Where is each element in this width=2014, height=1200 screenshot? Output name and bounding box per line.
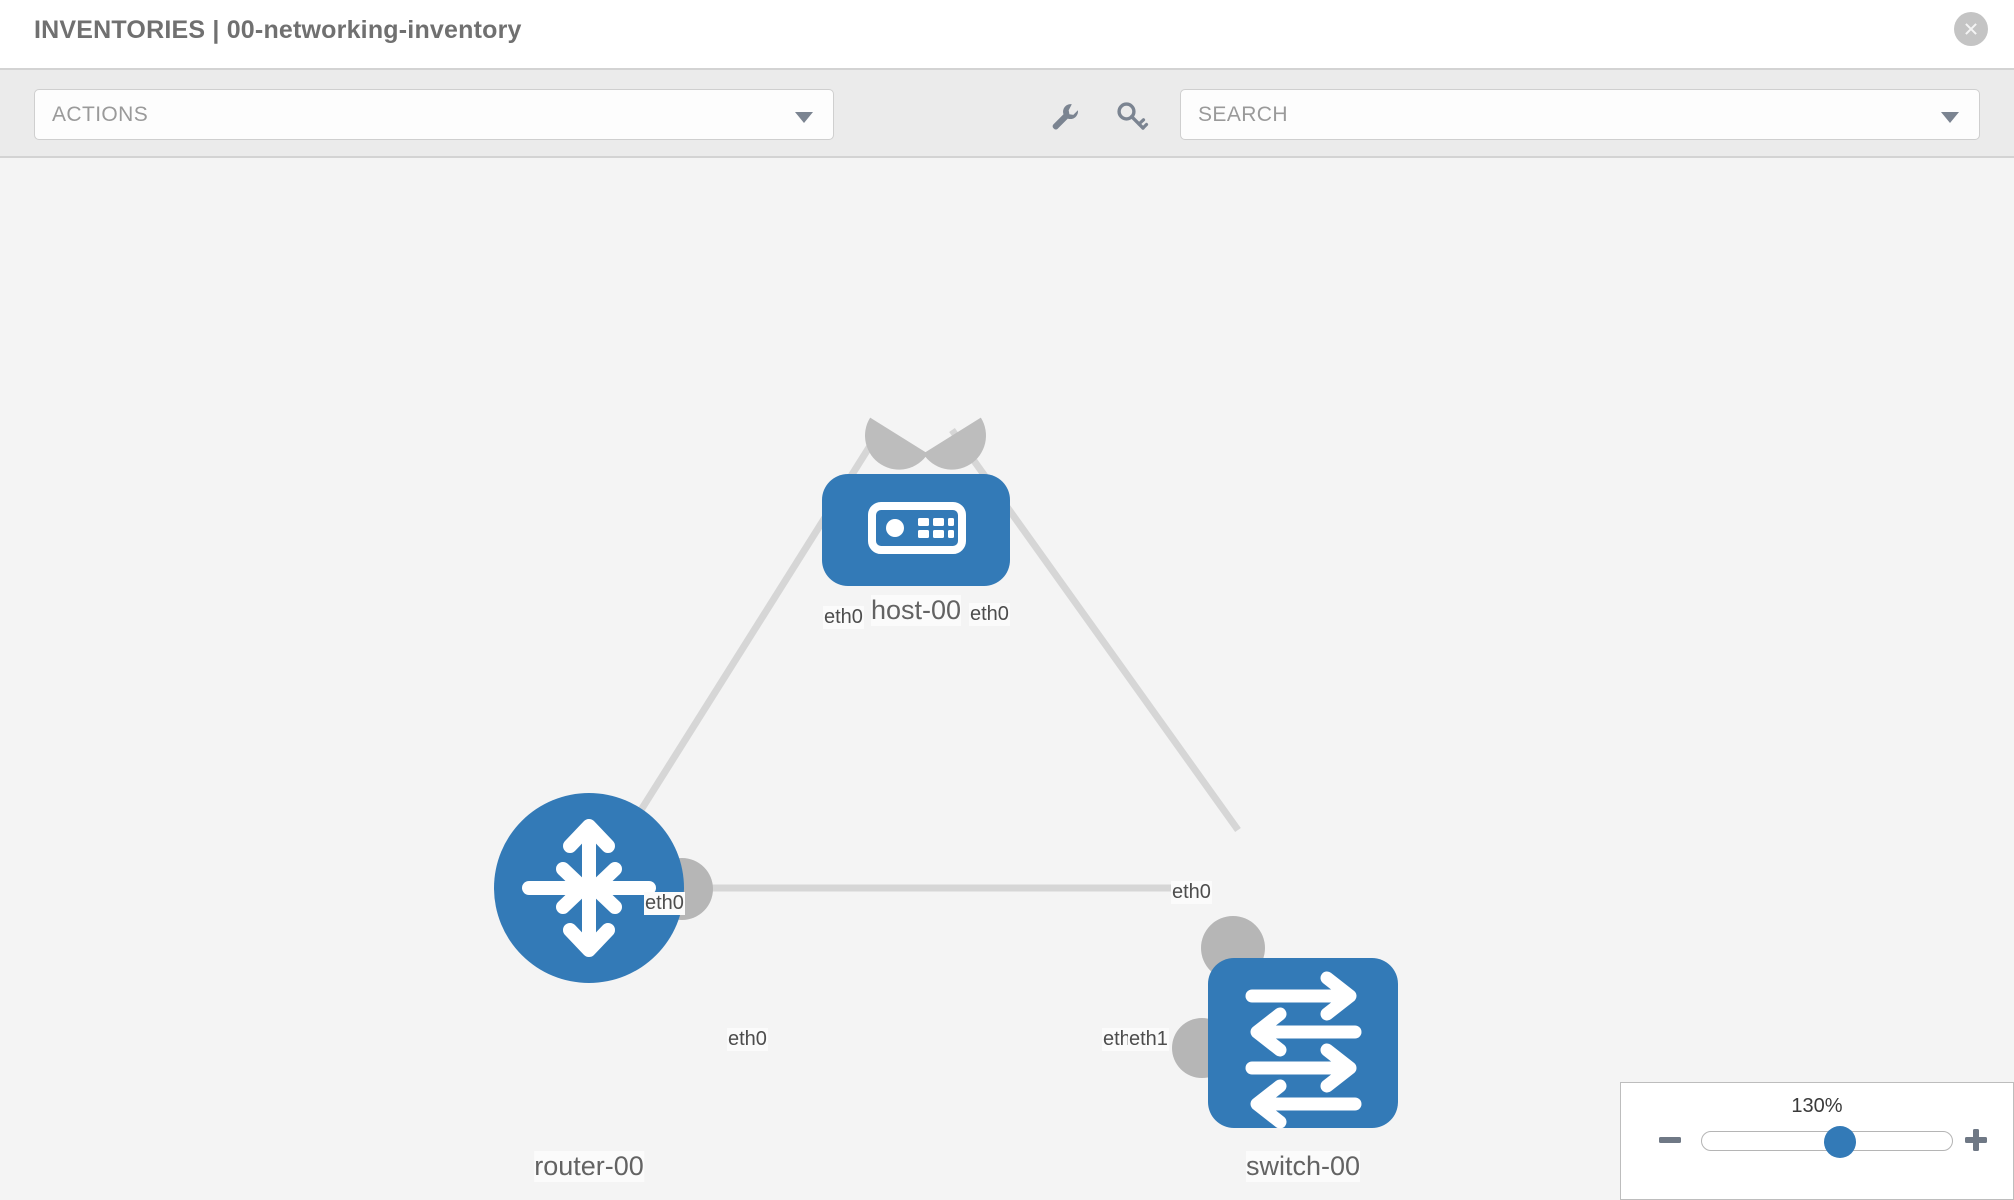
- zoom-level-value: 130%: [1791, 1095, 1843, 1117]
- node-host-00[interactable]: [822, 474, 1010, 586]
- actions-dropdown-label: ACTIONS: [52, 103, 149, 126]
- close-icon[interactable]: [1954, 12, 1988, 46]
- minus-icon[interactable]: [1655, 1125, 1685, 1155]
- zoom-slider-track[interactable]: [1701, 1126, 1953, 1158]
- port-host-left[interactable]: [852, 417, 928, 483]
- toolbar: ACTIONS SEARCH: [0, 68, 2014, 158]
- port-host-right[interactable]: [923, 417, 999, 483]
- node-router-00[interactable]: [494, 793, 684, 983]
- topology-canvas[interactable]: host-00 router-00 switch-00 eth0 eth0 et…: [0, 158, 2014, 1200]
- zoom-control-panel: 130%: [1620, 1082, 2014, 1200]
- topology-graph: [494, 417, 1398, 1129]
- page-header: INVENTORIES | 00-networking-inventory: [0, 0, 2014, 68]
- zoom-slider-thumb[interactable]: [1824, 1126, 1856, 1158]
- wrench-icon[interactable]: [1046, 98, 1082, 134]
- plus-icon[interactable]: [1961, 1125, 1991, 1155]
- search-placeholder: SEARCH: [1198, 103, 1288, 126]
- node-switch-00[interactable]: [1208, 958, 1398, 1129]
- page-title: INVENTORIES | 00-networking-inventory: [34, 16, 522, 44]
- search-input[interactable]: SEARCH: [1180, 89, 1980, 140]
- key-icon[interactable]: [1113, 98, 1149, 134]
- search-chevron-down-icon[interactable]: [1941, 112, 1959, 123]
- actions-dropdown[interactable]: ACTIONS: [34, 89, 834, 140]
- chevron-down-icon: [795, 112, 813, 123]
